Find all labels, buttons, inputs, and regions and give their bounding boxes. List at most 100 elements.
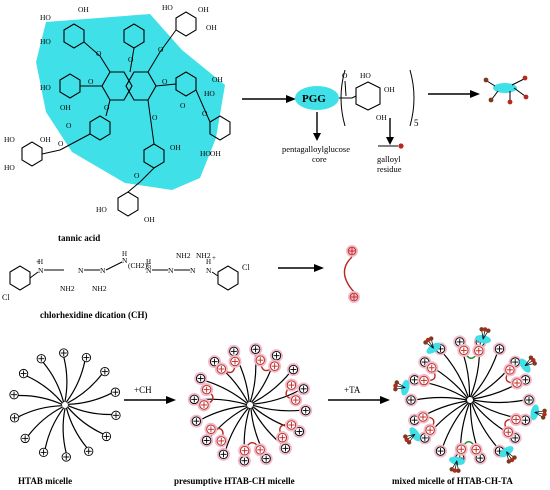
tannic-o-label: O [180,101,186,110]
tannic-oh-label: HO [40,83,51,92]
htab-cationic-head [84,446,94,456]
surfactant-tail [252,389,301,405]
pgg-bracket-left [340,69,346,127]
pgg-aggregate [423,336,441,354]
pgg-core-ellipse [295,86,339,110]
ch-cationic-head [214,434,228,448]
ch-cationic-head [425,361,439,375]
htab-cationic-head [189,414,203,428]
htab-cationic-head [237,454,251,468]
tannic-acid-caption: tannic acid [58,233,100,243]
surfactant-tail [472,399,526,404]
surfactant-tail [66,406,104,435]
ch-cationic-head [214,362,228,376]
tannic-oh-label: OH [170,143,181,152]
surfactant-tail [67,373,103,404]
tannic-oh-label: HO [40,13,51,22]
tannic-oh-label: OH [210,149,221,158]
chx-nh2-label: NH2 [92,284,107,293]
chx-n-label: N [122,256,128,265]
htab-cationic-head [200,433,214,447]
surfactant-tail [470,402,498,448]
surfactant-tail [65,407,88,449]
htab-cationic-head [20,433,30,444]
tannic-oh-label: OH [198,5,209,14]
tannic-o-label: O [58,139,64,148]
tannic-bonds [41,29,211,193]
ch-cationic-head [268,359,282,373]
chx-nh2-label: NH2 [196,251,211,260]
htab-cationic-head [61,452,71,462]
pgg-oh-label: OH [384,85,395,94]
chx-n-label: N [78,266,84,275]
surfactant-tail [414,396,468,401]
tannic-o-label: O [202,109,208,118]
htab-cationic-head [38,447,49,458]
htab-cationic-head [187,392,201,406]
tannic-oh-label: OH [212,75,223,84]
chx-ch2-label: (CH2)6 [128,261,151,270]
chx-h-label: H [122,250,127,258]
pgg-label: PGG [302,93,326,105]
ch-cationic-head [275,431,289,445]
chx-nh2-label: NH2 [176,251,191,260]
htab-cationic-head [111,410,121,420]
ch-cationic-head [503,363,517,377]
htab-cationic-head [18,368,29,379]
tannic-oh-label: OH [206,23,217,32]
htab-cationic-head [81,352,92,363]
pgg-structure: PGG O 5 HO OH OH pentagalloylglucose cor… [282,69,419,174]
tannic-o-label: O [104,103,110,112]
ch-cationic-head [238,444,252,458]
galloyl-residue-caption: galloyl [377,154,401,164]
surfactant-tail [67,405,113,416]
tannic-cyan-highlight [36,14,225,190]
ch-cationic-head [284,378,298,392]
pgg-subscript: 5 [414,118,419,128]
tannic-o-label: O [152,113,158,122]
surfactant-tail [224,407,250,451]
tannic-o-label: O [66,121,72,130]
ch-cationic-head [197,398,211,412]
tannic-o-label: O [128,55,134,64]
arrow-ta-addition: +TA [328,385,390,404]
ch-cationic-head [501,425,515,439]
tannic-oh-label: HO [162,3,173,12]
pgg-carbonyl-o: O [342,71,348,80]
surfactant-tail [26,375,64,404]
tannic-oh-label: OH [40,135,51,144]
htab-cationic-head [110,387,121,397]
tannic-oh-label: OH [144,215,155,224]
htab-cationic-head [286,363,300,377]
pgg-oh-label: OH [376,113,387,122]
pgg-aggregate [519,355,537,373]
ch-cationic-head [454,442,468,456]
tannic-o-label: O [134,171,140,180]
ch-cationic-head [253,443,267,457]
chx-cl-right: Cl [242,263,250,272]
pgg-aggregate [499,446,517,464]
ch-cationic-head [200,383,214,397]
chx-n-label: N [190,266,196,275]
htab-cationic-head [278,441,292,455]
pgg-aggregate [393,379,410,396]
ch-cationic-head [289,393,303,407]
surfactant-tail [17,394,63,405]
arrow-tannic-to-pgg [242,95,296,103]
htab-cationic-head [194,372,208,386]
htab-cationic-head [36,354,46,364]
pgg-aggregate [530,404,547,421]
chx-n-label: N [38,266,44,275]
htab-cationic-head [9,390,19,400]
htab-cationic-head [249,342,263,356]
htab-cationic-head [217,447,231,461]
htab-ch-micelle [187,342,313,468]
surfactant-tail [199,405,248,421]
surfactant-tail [63,356,68,403]
tannic-oh-label: OH [78,5,89,14]
chx-n-label: N [168,266,174,275]
tannic-oh-label: HO [200,149,211,158]
ch-cationic-head [253,353,267,367]
surfactant-tail [18,405,63,418]
tannic-o-label: O [96,49,102,58]
